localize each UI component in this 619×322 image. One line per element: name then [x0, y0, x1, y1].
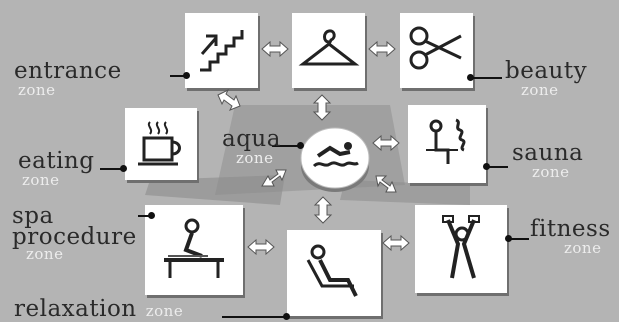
beauty-leader: [470, 77, 502, 79]
aqua-label: aqua zone: [222, 128, 281, 166]
eating-dot: [120, 165, 127, 172]
aqua-dot: [297, 142, 304, 149]
spa-dot: [148, 212, 155, 219]
fitness-dot: [505, 235, 512, 242]
fitness-label: fitness zone: [530, 218, 611, 256]
sauna-dot: [483, 163, 490, 170]
relaxation-dot: [283, 313, 290, 320]
relaxation-leader: [222, 316, 288, 318]
entrance-label: entrance zone: [14, 60, 122, 98]
sauna-label: sauna zone: [512, 142, 583, 180]
beauty-dot: [467, 74, 474, 81]
entrance-dot: [183, 72, 190, 79]
relaxation-label: relaxation zone: [14, 298, 183, 321]
beauty-label: beauty zone: [505, 60, 587, 98]
eating-label: eating zone: [18, 150, 94, 188]
spa-procedure-label: spa procedure zone: [12, 205, 137, 262]
